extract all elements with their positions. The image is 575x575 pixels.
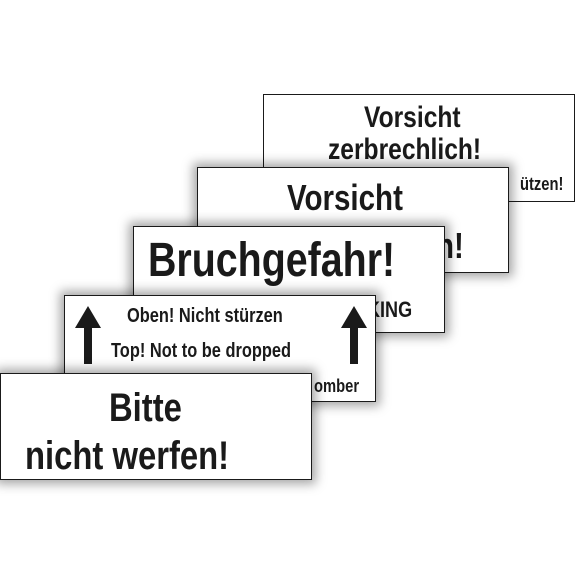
label-text-line-1: Oben! Nicht stürzen [127,305,283,327]
label-text-line-2: nicht werfen! [25,434,230,478]
label-text-line-2: zerbrechlich! [328,133,482,166]
up-arrow-icon [75,306,101,328]
up-arrow-shaft [350,327,358,364]
label-text-line-1: Vorsicht [364,101,461,134]
label-text-line-2: KING [367,297,413,322]
label-text-line-1: Bruchgefahr! [148,234,396,287]
label-bitte-nicht-werfen: Bitte nicht werfen! [0,373,312,480]
label-text-line-2: Top! Not to be dropped [111,340,292,362]
up-arrow-icon [341,306,367,328]
label-text-line-3: omber [314,376,360,396]
up-arrow-shaft [84,327,92,364]
label-text-line-1: Vorsicht [287,177,403,218]
label-text-line-1: Bitte [109,386,182,430]
label-text-line-3: ützen! [520,174,564,194]
